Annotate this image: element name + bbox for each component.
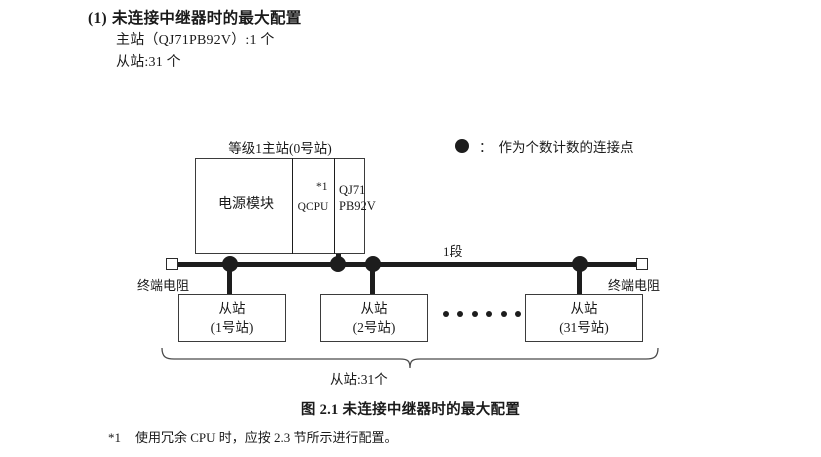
qcpu-module-label: QCPU xyxy=(297,201,329,213)
legend-colon: ： xyxy=(479,140,493,155)
filled-circle-icon xyxy=(455,139,469,153)
ellipsis-dot xyxy=(471,311,478,317)
ellipsis-dot xyxy=(457,311,464,317)
connection-node-slave31 xyxy=(572,256,588,272)
rack-divider-2 xyxy=(334,158,336,254)
slave-count-brace xyxy=(160,346,660,375)
slave1-line2: (1号站) xyxy=(210,320,254,335)
legend: ： 作为个数计数的连接点 xyxy=(455,136,634,156)
spec-line-master: 主站（QJ71PB92V）:1 个 xyxy=(116,33,275,48)
heading-block: (1)未连接中继器时的最大配置 主站（QJ71PB92V）:1 个 从站:31 … xyxy=(88,8,608,74)
slave-station-box-31: 从站 (31号站) xyxy=(525,294,643,342)
slave2-line2: (2号站) xyxy=(352,320,396,335)
figure-caption: 图 2.1 未连接中继器时的最大配置 xyxy=(300,402,521,418)
slave1-line1: 从站 xyxy=(218,301,246,316)
footnote: *1 使用冗余 CPU 时，应按 2.3 节所示进行配置。 xyxy=(108,427,398,446)
ellipsis-dot xyxy=(486,311,493,317)
legend-label: 作为个数计数的连接点 xyxy=(498,140,634,155)
slave2-drop-line xyxy=(370,266,375,296)
qj71-line1: QJ71 xyxy=(339,183,366,197)
section-number: (1) xyxy=(88,10,107,27)
page-title: (1)未连接中继器时的最大配置 xyxy=(88,8,608,30)
qj71-line2: PB92V xyxy=(339,199,376,213)
footnote-mark: *1 xyxy=(108,430,121,445)
ellipsis-dot xyxy=(443,311,449,317)
slave-count-label: 从站:31个 xyxy=(330,372,388,387)
brace-svg xyxy=(161,347,659,369)
power-module-label: 电源模块 xyxy=(218,197,274,212)
terminator-left-label: 终端电阻 xyxy=(137,278,190,293)
ellipsis-dots xyxy=(443,311,521,317)
slave-station-box-2: 从站 (2号站) xyxy=(320,294,428,342)
spec-line-slave: 从站:31 个 xyxy=(116,55,181,70)
terminator-right-label: 终端电阻 xyxy=(608,278,661,293)
terminator-left xyxy=(166,258,178,270)
slave31-drop-line xyxy=(577,266,582,296)
rack-divider-1 xyxy=(292,158,294,254)
ellipsis-dot xyxy=(514,311,521,317)
connection-node-master xyxy=(330,256,346,272)
connection-node-slave2 xyxy=(365,256,381,272)
qcpu-footnote-mark: *1 xyxy=(316,181,328,193)
slave1-drop-line xyxy=(227,266,232,296)
footnote-text: 使用冗余 CPU 时，应按 2.3 节所示进行配置。 xyxy=(135,430,398,445)
ellipsis-dot xyxy=(500,311,507,317)
section-title: 未连接中继器时的最大配置 xyxy=(111,10,302,27)
master-rack xyxy=(195,158,365,254)
terminator-right xyxy=(636,258,648,270)
slave-station-box-1: 从站 (1号站) xyxy=(178,294,286,342)
slave31-line1: 从站 xyxy=(570,301,598,316)
bus-trunk-line xyxy=(176,262,640,267)
segment-label: 1段 xyxy=(443,244,463,259)
slave2-line1: 从站 xyxy=(360,301,388,316)
slave31-line2: (31号站) xyxy=(559,320,609,335)
master-rack-title: 等级1主站(0号站) xyxy=(228,141,332,156)
qj71pb92v-module-label: QJ71 PB92V xyxy=(339,182,376,214)
connection-node-slave1 xyxy=(222,256,238,272)
